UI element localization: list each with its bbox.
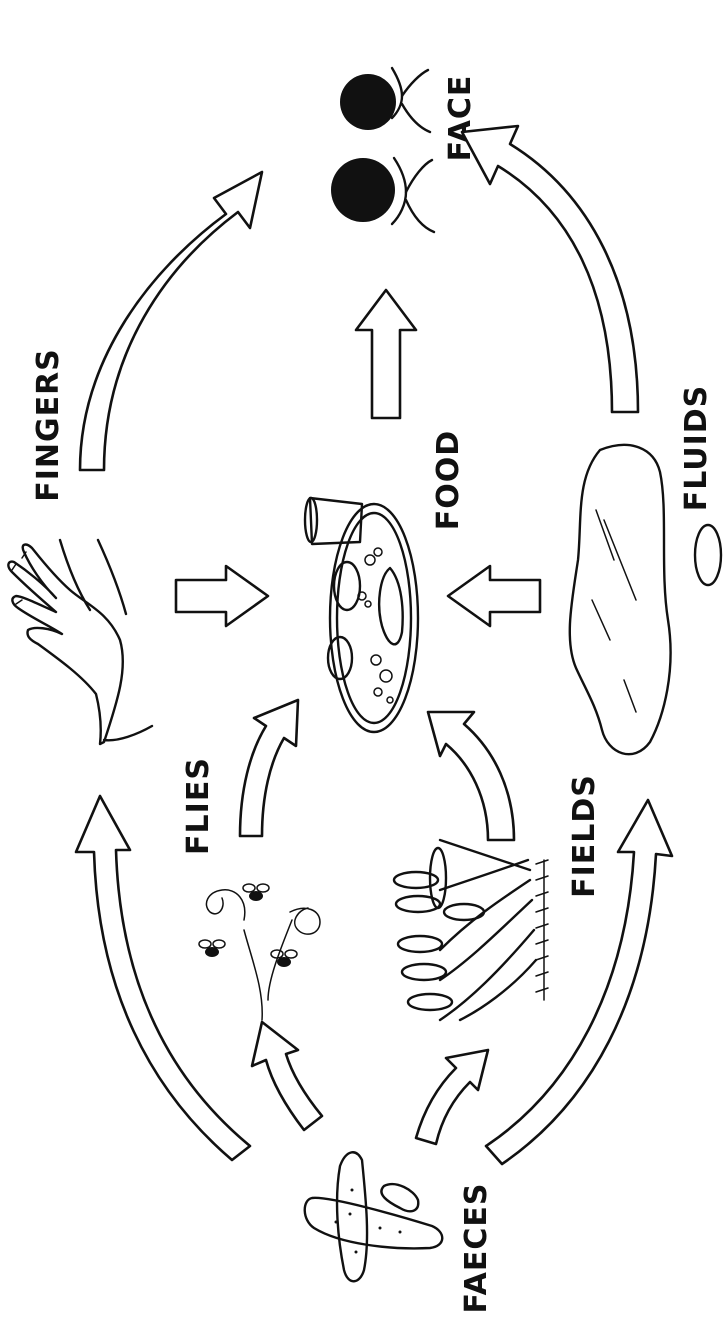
label-fields: FIELDS	[567, 774, 602, 898]
label-food: FOOD	[431, 430, 466, 530]
fly-icon	[199, 940, 225, 957]
fly-icon	[243, 884, 269, 901]
arrow-fluids-to-face	[462, 126, 638, 412]
arrow-faeces-to-fields-small	[416, 1050, 488, 1144]
arrow-fingers-to-food	[176, 566, 268, 626]
arrow-faeces-to-fingers	[76, 796, 250, 1160]
face-icon	[331, 68, 434, 232]
arrow-fluids-to-food	[448, 566, 540, 626]
arrow-fields-to-food	[428, 712, 514, 840]
label-fluids: FLUIDS	[679, 385, 714, 512]
fields-icon	[394, 840, 548, 1020]
arrow-food-to-face	[356, 290, 416, 418]
label-fingers: FINGERS	[31, 348, 66, 502]
arrow-flies-to-food	[240, 700, 298, 836]
arrow-fingers-to-face	[80, 172, 262, 470]
food-icon	[305, 498, 418, 732]
arrow-faeces-to-flies	[252, 1022, 322, 1130]
flies-icon	[199, 884, 320, 1020]
hand-icon	[8, 540, 152, 744]
faeces-icon	[305, 1152, 443, 1281]
label-faeces: FAECES	[459, 1183, 494, 1314]
label-flies: FLIES	[181, 757, 216, 855]
